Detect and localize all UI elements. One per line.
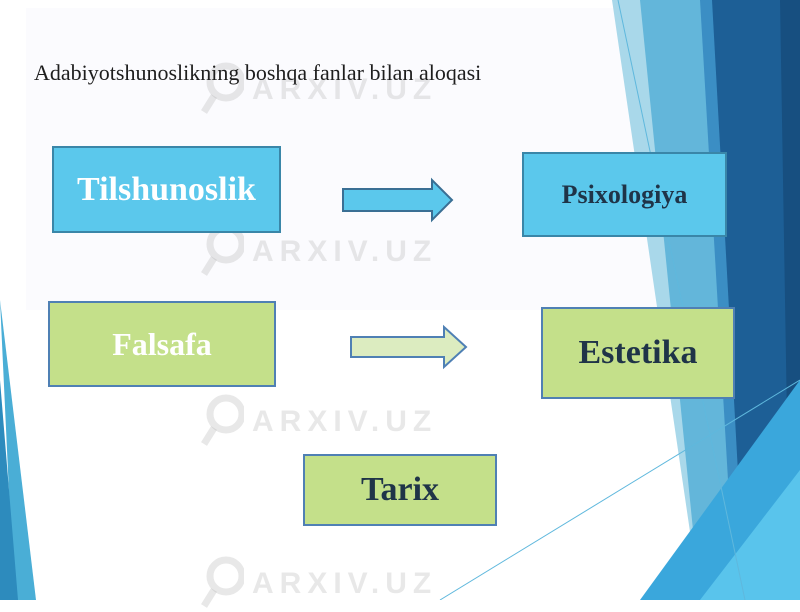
watermark: ARXIV.UZ bbox=[200, 394, 437, 450]
box-tilshunoslik: Tilshunoslik bbox=[52, 146, 281, 233]
box-estetika-label: Estetika bbox=[578, 334, 698, 371]
box-falsafa-label: Falsafa bbox=[112, 325, 212, 362]
box-psixologiya-label: Psixologiya bbox=[561, 179, 688, 209]
box-tilshunoslik-label: Tilshunoslik bbox=[77, 170, 256, 208]
box-tarix: Tarix bbox=[303, 454, 497, 526]
box-tarix-label: Tarix bbox=[360, 471, 440, 508]
box-estetika: Estetika bbox=[541, 307, 735, 399]
watermark: ARXIV.UZ bbox=[200, 62, 437, 118]
box-psixologiya: Psixologiya bbox=[522, 152, 727, 237]
slide-title: Adabiyotshunoslikning boshqa fanlar bila… bbox=[34, 60, 482, 85]
right-arrow-icon bbox=[350, 324, 468, 370]
magnifier-icon bbox=[201, 62, 244, 114]
box-falsafa: Falsafa bbox=[48, 301, 276, 387]
magnifier-icon bbox=[201, 556, 244, 608]
watermark: ARXIV.UZ bbox=[200, 556, 437, 612]
right-arrow-icon bbox=[342, 177, 454, 223]
magnifier-icon bbox=[201, 394, 244, 446]
